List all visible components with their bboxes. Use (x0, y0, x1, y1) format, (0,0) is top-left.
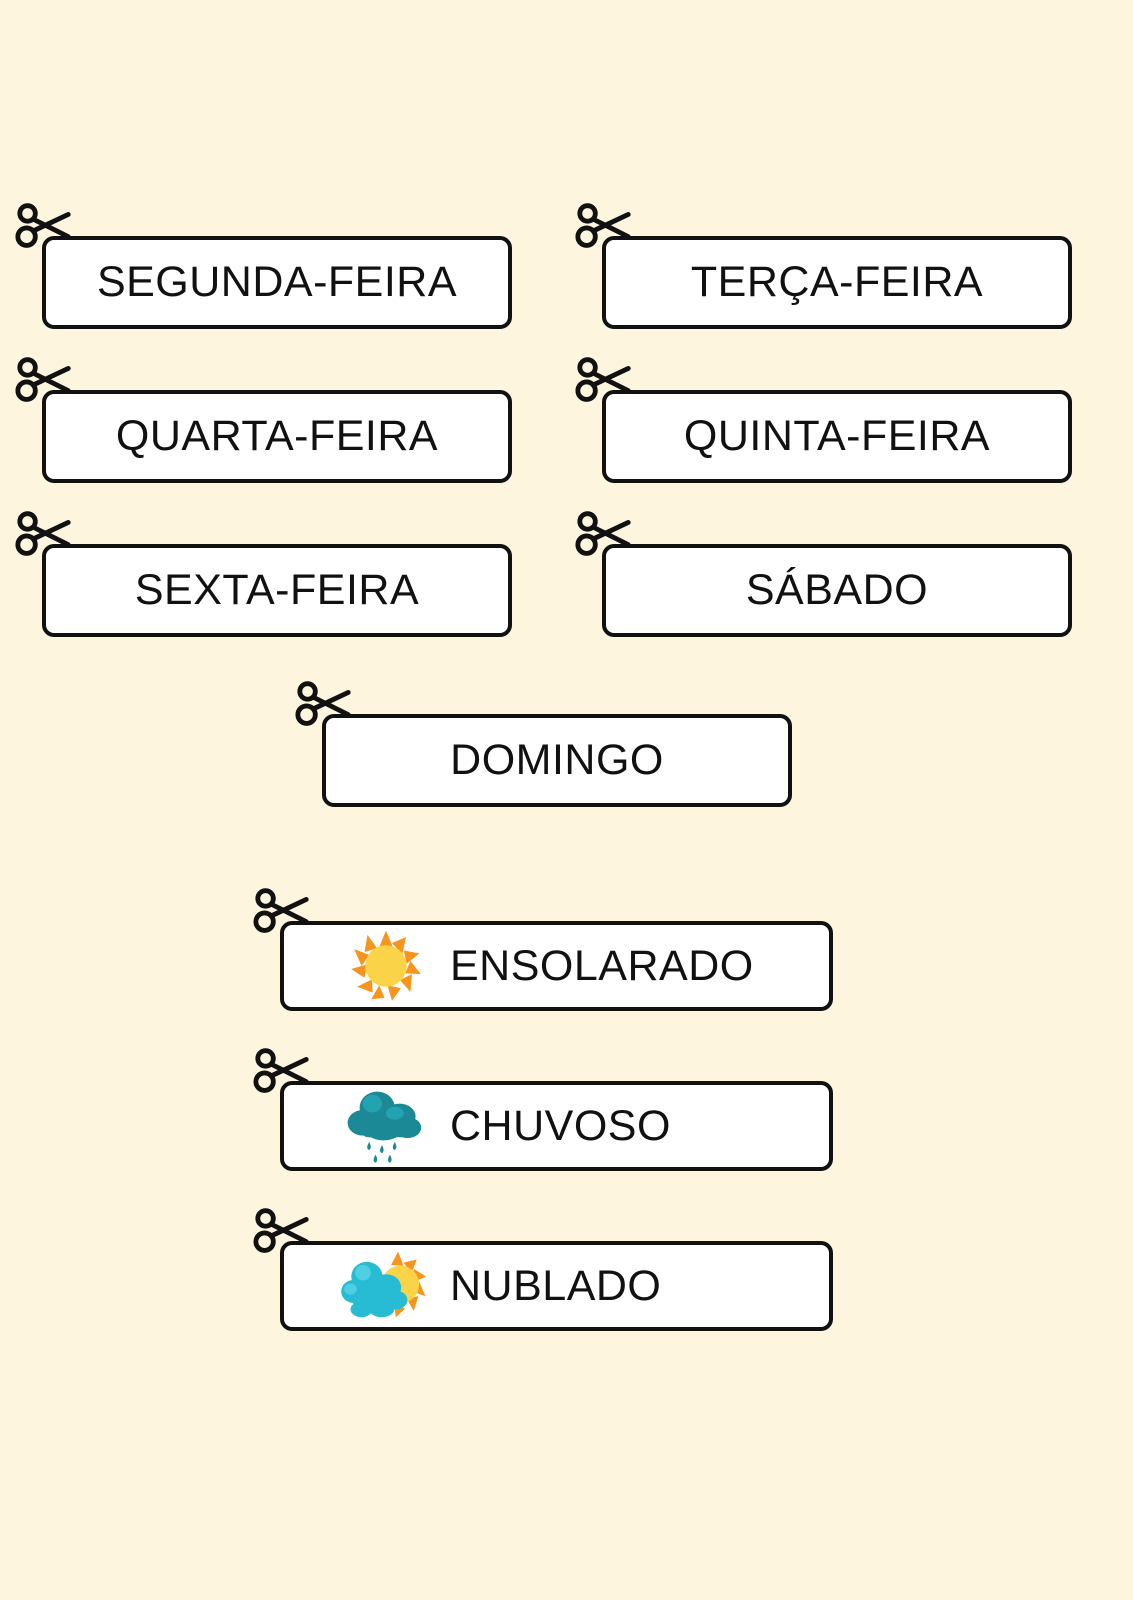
day-card-label: SEGUNDA-FEIRA (96, 258, 458, 306)
day-card[interactable]: QUARTA-FEIRA (42, 390, 512, 483)
day-card-label: SÁBADO (745, 566, 929, 614)
sun-behind-cloud-icon (341, 1251, 427, 1318)
weather-card-label: ENSOLARADO (450, 941, 754, 990)
weather-card[interactable]: CHUVOSO (280, 1081, 833, 1171)
weather-card-label: CHUVOSO (450, 1101, 671, 1150)
sun-icon (351, 930, 421, 1001)
rain-cloud-icon (347, 1091, 422, 1163)
day-card[interactable]: DOMINGO (322, 714, 792, 807)
day-card-label: QUINTA-FEIRA (683, 412, 991, 460)
day-card[interactable]: QUINTA-FEIRA (602, 390, 1072, 483)
day-card-label: QUARTA-FEIRA (115, 412, 439, 460)
weather-icon-wrapper (336, 1088, 436, 1164)
weather-icon-wrapper (336, 928, 436, 1004)
day-card-label: TERÇA-FEIRA (690, 258, 984, 306)
day-card[interactable]: TERÇA-FEIRA (602, 236, 1072, 329)
day-card[interactable]: SÁBADO (602, 544, 1072, 637)
day-card-label: SEXTA-FEIRA (134, 566, 420, 614)
weather-card[interactable]: ENSOLARADO (280, 921, 833, 1011)
weather-icon-wrapper (336, 1248, 436, 1324)
day-card[interactable]: SEGUNDA-FEIRA (42, 236, 512, 329)
weather-card[interactable]: NUBLADO (280, 1241, 833, 1331)
day-card[interactable]: SEXTA-FEIRA (42, 544, 512, 637)
weather-card-label: NUBLADO (450, 1261, 662, 1310)
day-card-label: DOMINGO (450, 736, 664, 784)
